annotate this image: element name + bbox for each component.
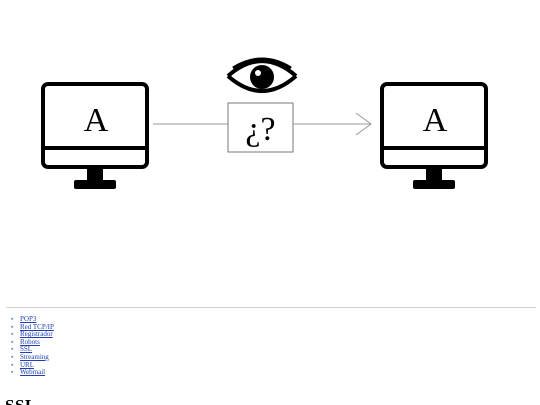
divider (6, 307, 536, 308)
bullet-icon: ▪ (11, 352, 14, 361)
link-registrador[interactable]: Registrador (20, 330, 53, 339)
bullet-icon: ▪ (11, 368, 14, 377)
list-item: ▪ Streaming (11, 352, 54, 362)
bullet-icon: ▪ (11, 345, 14, 354)
link-pop3[interactable]: POP3 (20, 315, 37, 323)
link-streaming[interactable]: Streaming (20, 352, 49, 361)
left-monitor-letter: A (84, 102, 109, 139)
link-robots[interactable]: Robots (20, 337, 40, 346)
bullet-icon: ▪ (11, 322, 14, 331)
list-item: ▪ URL (11, 360, 54, 370)
section-heading: SSL (5, 396, 37, 405)
arrow-head-icon (355, 112, 372, 136)
bullet-icon: ▪ (11, 315, 14, 323)
link-ssl[interactable]: SSL (20, 345, 33, 354)
list-item: ▪ Webmail (11, 368, 54, 377)
list-item: ▪ Robots (11, 337, 54, 347)
related-links-list: ▪ POP3 ▪ Red TCP/IP ▪ Registrador ▪ Robots ▪… (8, 315, 54, 377)
list-item: ▪ POP3 (11, 315, 54, 324)
right-monitor-letter: A (423, 102, 448, 139)
bullet-icon: ▪ (11, 330, 14, 339)
left-monitor-icon: A (41, 82, 149, 189)
eye-icon (226, 57, 298, 93)
right-monitor-icon: A (380, 82, 488, 189)
bullet-icon: ▪ (11, 337, 14, 346)
interception-diagram: A ¿? (0, 0, 540, 200)
list-item: ▪ SSL (11, 345, 54, 354)
link-webmail[interactable]: Webmail (20, 368, 46, 377)
interception-box: ¿? (227, 102, 294, 153)
bullet-icon: ▪ (11, 360, 14, 369)
list-item: ▪ Registrador (11, 330, 54, 339)
list-item: ▪ Red TCP/IP (11, 322, 54, 332)
interception-box-text: ¿? (245, 111, 275, 148)
link-url[interactable]: URL (20, 360, 34, 369)
link-red-tcp-ip[interactable]: Red TCP/IP (20, 322, 54, 331)
